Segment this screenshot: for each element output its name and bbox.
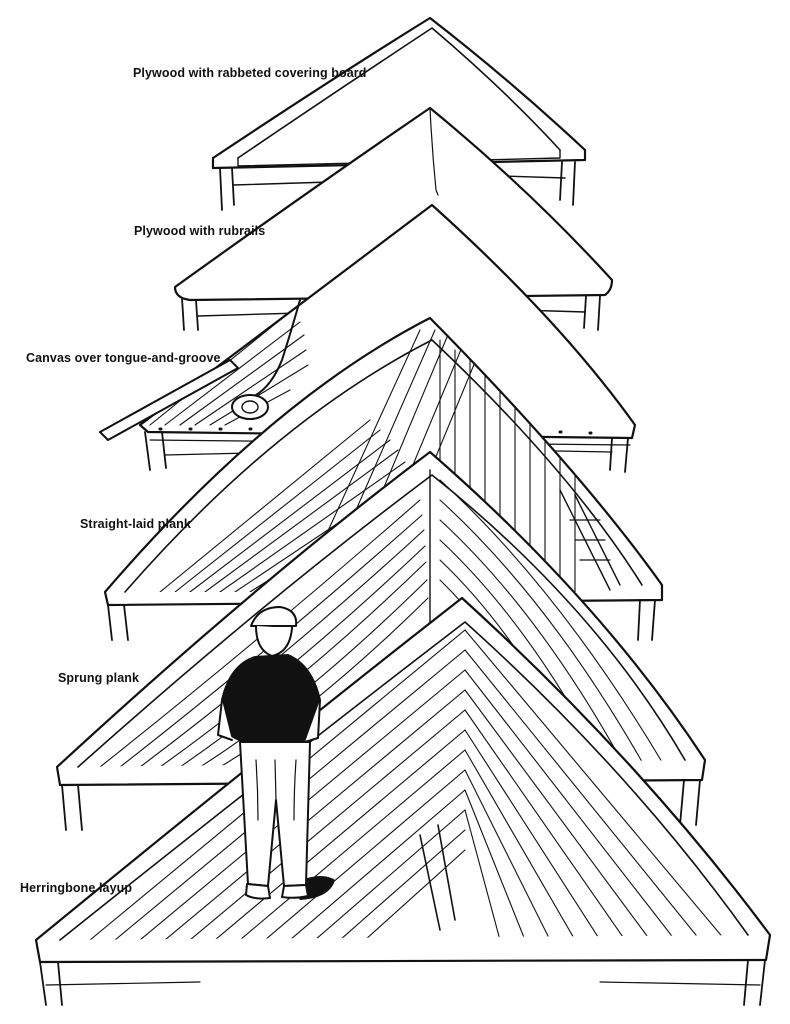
label-plywood-with-rabbeted-covering-board: Plywood with rabbeted covering board	[133, 66, 367, 80]
deck-herringbone-layup	[34, 596, 772, 1006]
label-plywood-with-rubrails: Plywood with rubrails	[134, 224, 266, 238]
label-canvas-over-tongue-and-groove: Canvas over tongue-and-groove	[26, 351, 221, 365]
deck-canvas-tongue-and-groove	[99, 203, 637, 473]
label-herringbone-layup: Herringbone layup	[20, 881, 133, 895]
deck-straight-laid-plank	[103, 316, 664, 641]
label-sprung-plank: Sprung plank	[58, 671, 140, 685]
label-straight-laid-plank: Straight-laid plank	[80, 517, 191, 531]
standing-man-figure	[217, 606, 335, 900]
